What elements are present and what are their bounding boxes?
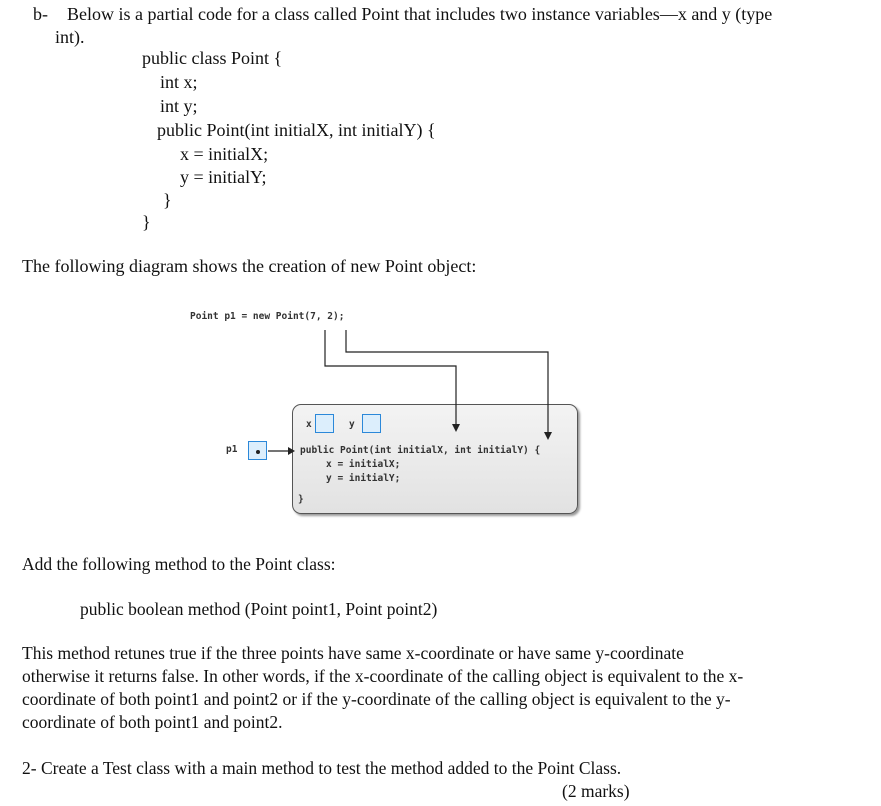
code-line: } <box>163 190 172 210</box>
field-x-box <box>315 414 334 433</box>
method-signature: public boolean method (Point point1, Poi… <box>80 599 438 619</box>
ctor-close: } <box>298 494 304 505</box>
ctor-line: y = initialY; <box>326 473 401 484</box>
var-label-p1: p1 <box>226 444 238 455</box>
field-y-box <box>362 414 381 433</box>
question-intro-line2: int). <box>55 27 85 47</box>
code-line: x = initialX; <box>180 144 269 164</box>
code-line: public Point(int initialX, int initialY)… <box>157 120 436 140</box>
ctor-line: public Point(int initialX, int initialY)… <box>300 445 541 456</box>
question-intro-line1: Below is a partial code for a class call… <box>67 4 773 24</box>
description-line: This method retunes true if the three po… <box>22 643 684 663</box>
code-line: y = initialY; <box>180 167 267 187</box>
description-line: coordinate of both point1 and point2. <box>22 712 283 732</box>
code-line: int y; <box>160 96 198 116</box>
task-description: This method retunes true if the three po… <box>22 642 872 734</box>
field-y-label: y <box>349 419 355 430</box>
reference-dot <box>256 450 260 454</box>
description-line: coordinate of both point1 and point2 or … <box>22 689 731 709</box>
field-x-label: x <box>306 419 312 430</box>
description-line: otherwise it returns false. In other wor… <box>22 666 744 686</box>
ctor-line: x = initialX; <box>326 459 401 470</box>
code-line: } <box>142 212 151 232</box>
task-part2: 2- Create a Test class with a main metho… <box>22 758 622 778</box>
diagram-caption: The following diagram shows the creation… <box>22 256 477 276</box>
task-intro: Add the following method to the Point cl… <box>22 554 336 574</box>
diagram-statement: Point p1 = new Point(7, 2); <box>190 311 345 322</box>
point-object-box <box>292 404 578 514</box>
question-label: b- <box>33 4 48 24</box>
code-line: public class Point { <box>142 48 283 68</box>
code-line: int x; <box>160 72 198 92</box>
marks-label: (2 marks) <box>562 781 630 801</box>
